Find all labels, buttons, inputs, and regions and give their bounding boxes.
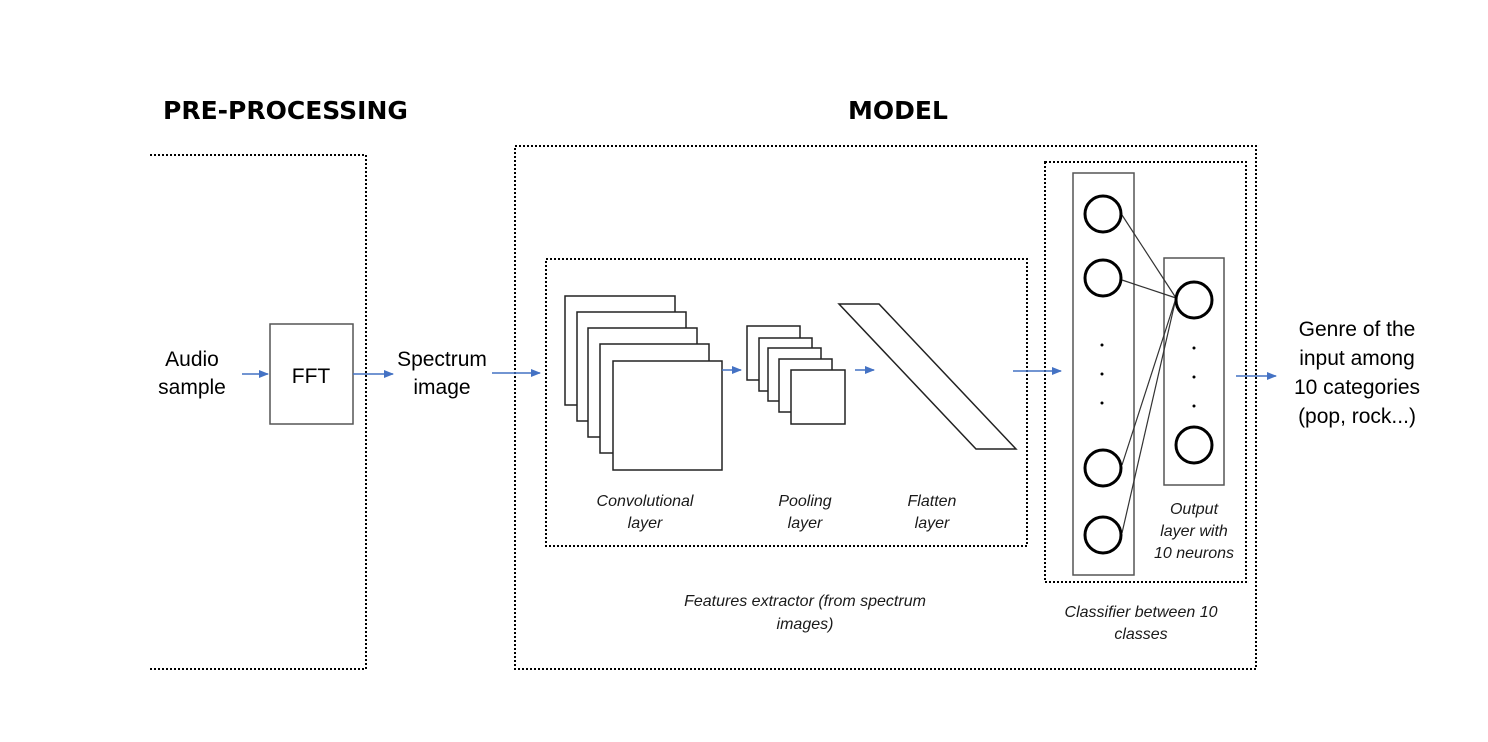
ellipsis-dot: [1100, 401, 1104, 405]
svg-text:Spectrum: Spectrum: [397, 348, 487, 371]
convolutional-layer-label: Convolutional layer: [597, 493, 694, 532]
svg-text:layer: layer: [788, 515, 823, 532]
svg-text:classes: classes: [1114, 626, 1167, 643]
flatten-layer-shape: [837, 303, 1018, 450]
svg-text:Features extractor (from spect: Features extractor (from spectrum: [684, 593, 926, 610]
svg-text:layer: layer: [628, 515, 663, 532]
svg-text:Flatten: Flatten: [908, 493, 957, 510]
svg-text:Audio: Audio: [165, 348, 219, 371]
svg-text:10 categories: 10 categories: [1294, 376, 1420, 399]
ellipsis-dot: [1192, 404, 1196, 408]
model-heading: MODEL: [848, 96, 948, 125]
svg-text:input among: input among: [1299, 347, 1415, 370]
dense-neuron: [1083, 448, 1123, 488]
svg-text:sample: sample: [158, 376, 226, 399]
svg-text:Genre of the: Genre of the: [1299, 318, 1416, 341]
output-layer-label: Output layer with 10 neurons: [1154, 501, 1234, 562]
preprocessing-heading: PRE-PROCESSING: [163, 96, 408, 125]
svg-text:image: image: [413, 376, 470, 399]
svg-text:layer with: layer with: [1160, 523, 1228, 540]
features-extractor-caption: Features extractor (from spectrum images…: [684, 593, 926, 633]
svg-text:10 neurons: 10 neurons: [1154, 545, 1234, 562]
svg-text:images): images): [777, 616, 834, 633]
flatten-layer-label: Flatten layer: [908, 493, 957, 532]
svg-text:Pooling: Pooling: [778, 493, 831, 510]
classifier-container: [1044, 161, 1247, 583]
svg-text:Classifier between 10: Classifier between 10: [1065, 604, 1218, 621]
svg-text:(pop, rock...): (pop, rock...): [1298, 405, 1416, 428]
preprocessing-container: [150, 154, 367, 670]
connection-line: [1121, 214, 1177, 299]
svg-text:layer: layer: [915, 515, 950, 532]
ellipsis-dot: [1100, 343, 1104, 347]
output-neuron: [1174, 425, 1214, 465]
pooling-layer-stack: [746, 325, 846, 425]
pooled-map: [790, 369, 846, 425]
ellipsis-dot: [1100, 372, 1104, 376]
dense-neuron: [1083, 258, 1123, 298]
dense-neuron: [1083, 515, 1123, 555]
ellipsis-dot: [1192, 375, 1196, 379]
pooling-layer-label: Pooling layer: [778, 493, 831, 532]
svg-text:Convolutional: Convolutional: [597, 493, 694, 510]
fft-label: FFT: [292, 365, 331, 388]
features-extractor-container: [545, 258, 1028, 547]
connection-line: [1121, 297, 1177, 534]
dense-neuron: [1083, 194, 1123, 234]
fft-box: [269, 323, 354, 425]
connection-line: [1121, 279, 1177, 299]
connection-line: [1121, 297, 1177, 466]
spectrum-image-label: Spectrum image: [397, 348, 487, 399]
neuron-connections: [1121, 214, 1177, 534]
feature-map: [612, 360, 723, 471]
audio-sample-label: Audio sample: [158, 348, 226, 399]
classifier-caption: Classifier between 10 classes: [1065, 604, 1218, 643]
svg-text:Output: Output: [1170, 501, 1219, 518]
output-neuron: [1174, 280, 1214, 320]
genre-result-label: Genre of the input among 10 categories (…: [1294, 318, 1420, 428]
ellipsis-dot: [1192, 346, 1196, 350]
convolutional-layer-stack: [564, 295, 723, 471]
